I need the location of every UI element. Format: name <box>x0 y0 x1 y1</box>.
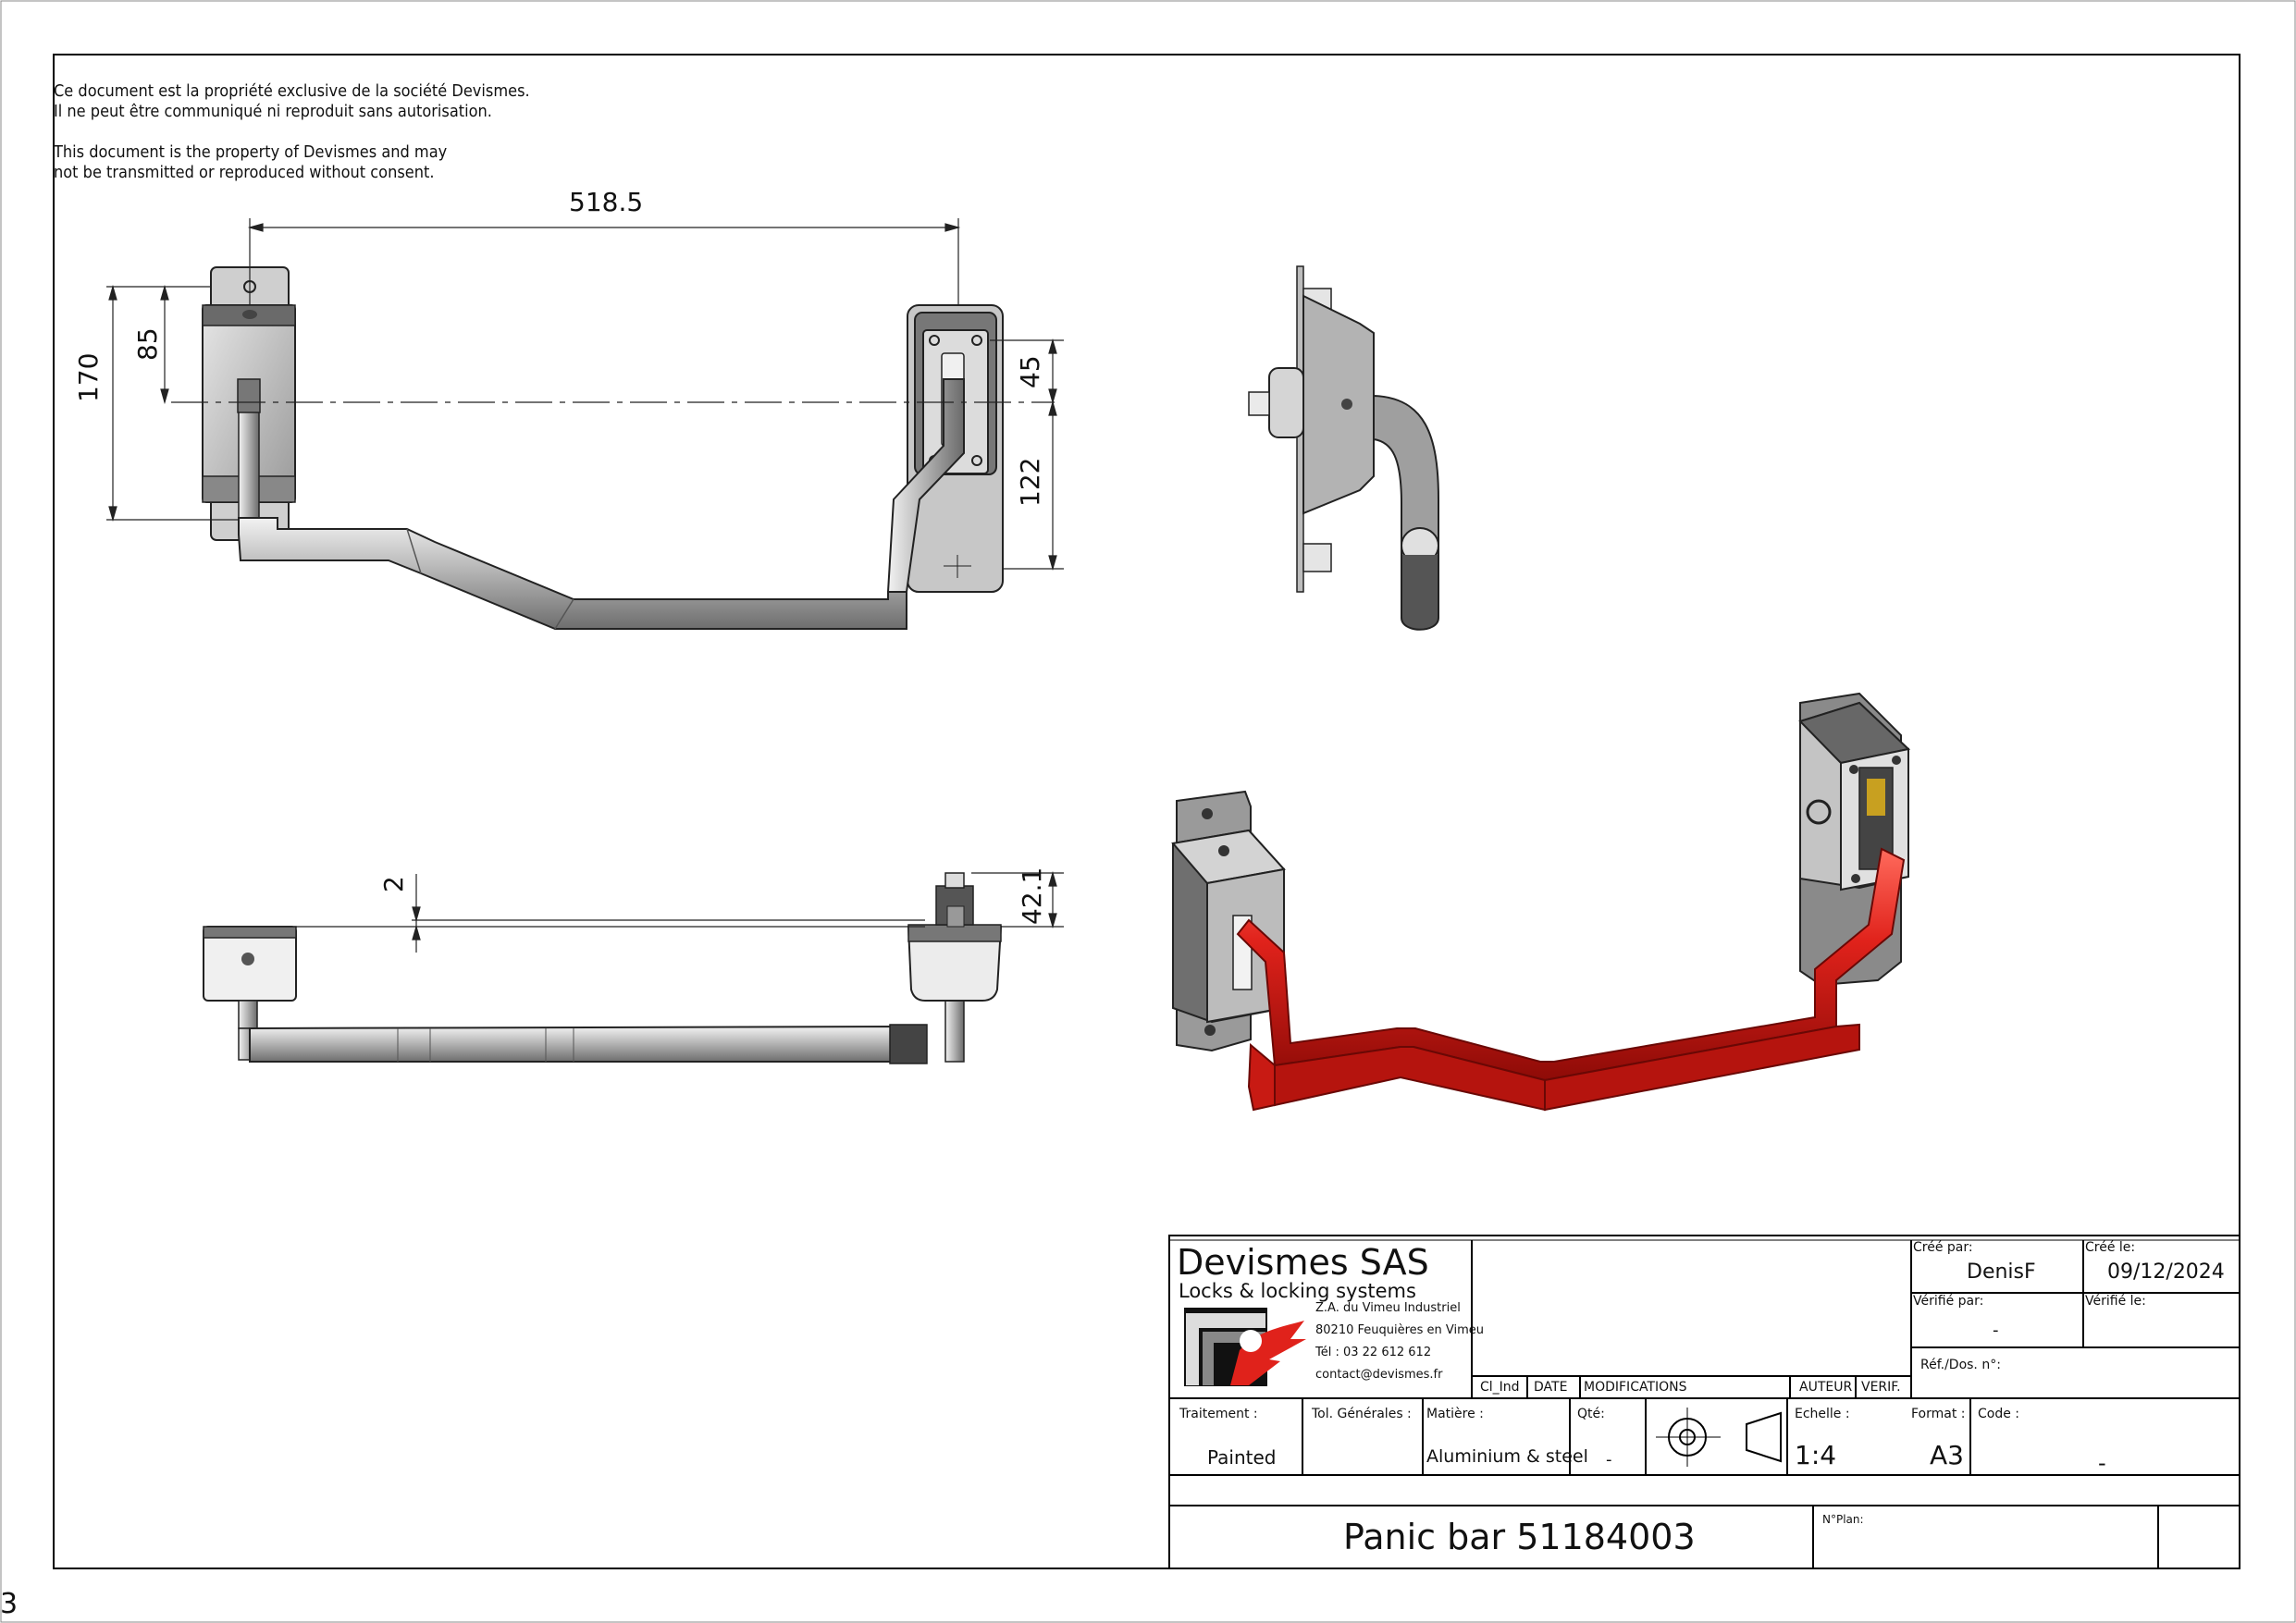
ref-label: Réf./Dos. n°: <box>1920 1358 2001 1372</box>
top-dimensions <box>250 870 1064 953</box>
projection-symbol-icon <box>1656 1408 1782 1467</box>
format-value: A3 <box>1930 1440 1964 1470</box>
material-value: Aluminium & steel <box>1426 1446 1588 1467</box>
dimension-518-5: 518.5 <box>569 187 644 217</box>
dimension-85: 85 <box>132 327 163 361</box>
rev-header-date: DATE <box>1534 1380 1568 1395</box>
qty-label: Qté: <box>1577 1407 1605 1421</box>
notice-en-line2: not be transmitted or reproduced without… <box>54 163 435 182</box>
corner-mark: 3 <box>0 1588 19 1620</box>
verified-on-label: Vérifié le: <box>2085 1294 2146 1309</box>
company-phone: Tél : 03 22 612 612 <box>1315 1346 1432 1359</box>
drawing-title: Panic bar 51184003 <box>1343 1517 1696 1557</box>
notice-fr-line1: Ce document est la propriété exclusive d… <box>54 81 530 101</box>
rev-header-modifications: MODIFICATIONS <box>1584 1380 1687 1395</box>
devismes-logo-icon <box>1184 1308 1306 1386</box>
company-tagline: Locks & locking systems <box>1179 1280 1416 1302</box>
notice-en-line1: This document is the property of Devisme… <box>54 142 448 162</box>
treatment-label: Traitement : <box>1179 1407 1258 1421</box>
created-by-label: Créé par: <box>1913 1240 1973 1255</box>
rev-header-ci: Cl_Ind <box>1480 1380 1520 1395</box>
code-value: - <box>2098 1450 2106 1476</box>
top-view <box>203 872 1003 1064</box>
format-label: Format : <box>1911 1407 1966 1421</box>
company-address1: Z.A. du Vimeu Industriel <box>1315 1301 1461 1315</box>
title-block-frame <box>1168 1235 2240 1569</box>
dimension-122: 122 <box>1015 457 1045 507</box>
company-email: contact@devismes.fr <box>1315 1368 1443 1382</box>
sheet-border <box>53 54 2240 1569</box>
dimension-2: 2 <box>378 876 409 892</box>
created-on-label: Créé le: <box>2085 1240 2136 1255</box>
rev-header-author: AUTEUR <box>1799 1380 1853 1395</box>
company-address2: 80210 Feuquières en Vimeu <box>1315 1323 1485 1337</box>
front-view <box>171 266 1055 630</box>
code-label: Code : <box>1978 1407 2020 1421</box>
notice-fr-line2: Il ne peut être communiqué ni reproduit … <box>54 102 492 121</box>
treatment-value: Painted <box>1207 1446 1277 1469</box>
dimension-42-1: 42.1 <box>1017 867 1047 925</box>
material-label: Matière : <box>1426 1407 1484 1421</box>
company-name: Devismes SAS <box>1177 1242 1429 1283</box>
verified-by-label: Vérifié par: <box>1913 1294 1984 1309</box>
tolerances-label: Tol. Générales : <box>1312 1407 1412 1421</box>
qty-value: - <box>1606 1450 1612 1469</box>
front-dimensions <box>106 218 1064 572</box>
scale-value: 1:4 <box>1795 1440 1837 1470</box>
created-by-value: DenisF <box>1967 1260 2036 1284</box>
verified-by-value: - <box>1993 1321 1999 1340</box>
scale-label: Echelle : <box>1795 1407 1850 1421</box>
isometric-view <box>1171 692 1911 1112</box>
dimension-45: 45 <box>1015 355 1045 388</box>
side-view <box>1248 265 1439 631</box>
rev-header-verif: VERIF. <box>1861 1380 1901 1395</box>
dimension-170: 170 <box>73 352 104 402</box>
created-on-value: 09/12/2024 <box>2107 1260 2225 1284</box>
plan-number-label: N°Plan: <box>1822 1513 1864 1526</box>
